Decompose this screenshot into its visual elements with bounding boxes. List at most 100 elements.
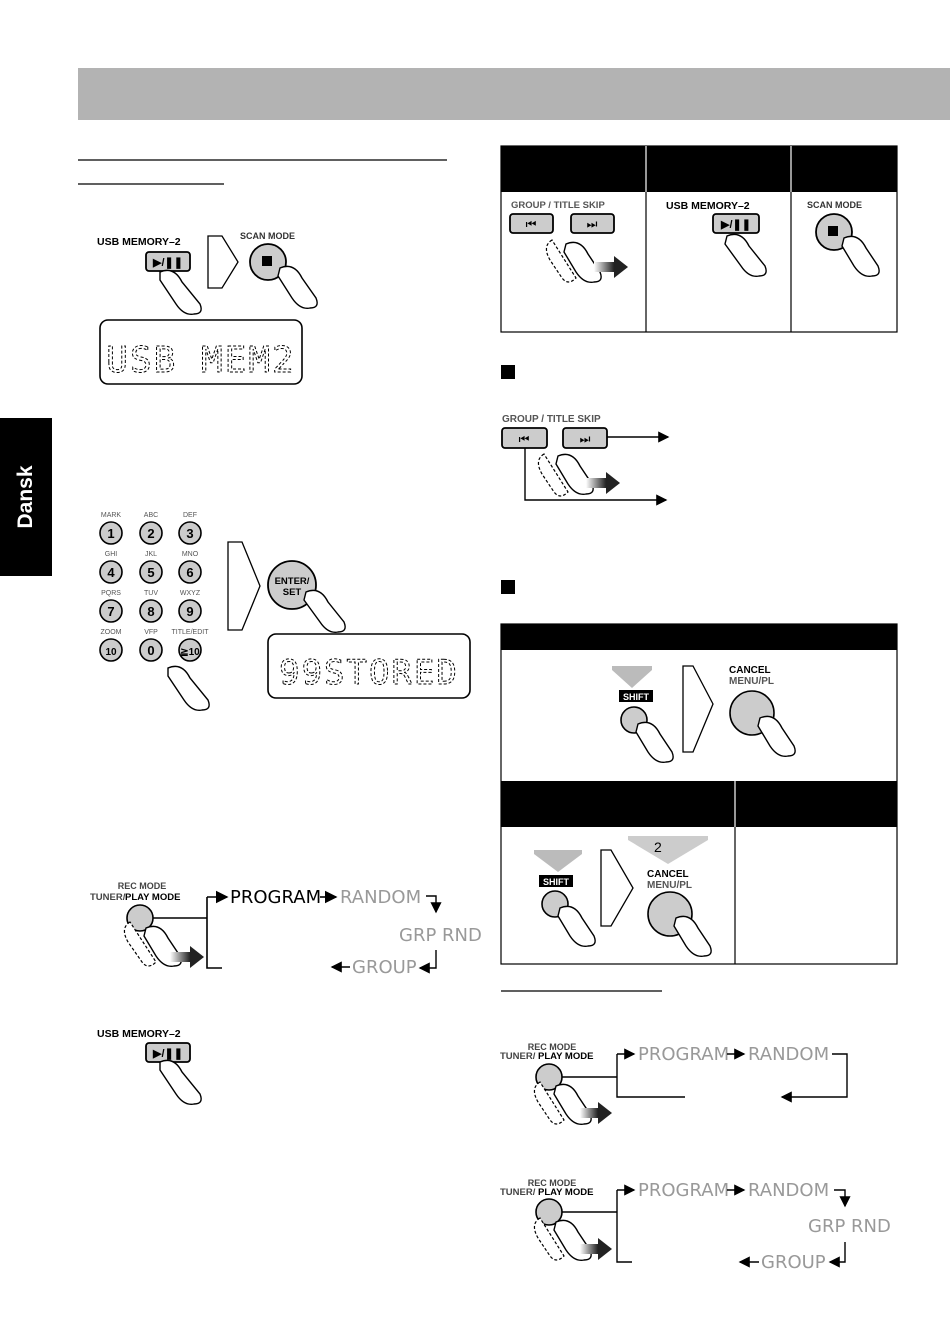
finger-icon <box>533 1081 565 1125</box>
keypad-letters: VFP <box>144 629 158 636</box>
keypad-button-9[interactable] <box>178 599 202 623</box>
next-icon: ⏭ <box>580 432 591 446</box>
lcd-text: USB MEM2 <box>106 340 295 381</box>
scan-mode-label: SCAN MODE <box>807 200 862 210</box>
tuner-label: TUNER/ <box>500 1051 536 1062</box>
lcd-display <box>267 633 471 699</box>
keypad-button-2[interactable] <box>139 521 163 545</box>
keypad-letters: MNO <box>182 551 199 558</box>
cancel-label: CANCEL <box>729 665 771 676</box>
keypad-button-4[interactable] <box>99 560 123 584</box>
play-pause-icon: ▶/❚❚ <box>152 1048 183 1060</box>
flow-arrow <box>524 448 668 506</box>
press-arrow-head <box>598 1102 612 1124</box>
play-pause-button[interactable] <box>712 213 760 234</box>
shift-label-bg <box>539 875 573 887</box>
rec-mode-label: REC MODE <box>528 1042 577 1052</box>
cancel-label: CANCEL <box>647 869 689 880</box>
table-header <box>501 624 897 650</box>
keypad-number: 10 <box>105 647 117 658</box>
finger-icon <box>563 241 602 283</box>
next-step-arrow <box>682 665 714 753</box>
flow-program: PROGRAM <box>638 1180 729 1201</box>
keypad-letters: DEF <box>183 512 197 519</box>
down-arrow <box>612 666 652 688</box>
press-arrow <box>586 478 606 488</box>
next-icon: ⏭ <box>587 217 598 231</box>
next-step-arrow <box>600 849 634 927</box>
finger-icon <box>159 269 202 315</box>
keypad-button-7[interactable] <box>99 599 123 623</box>
finger-icon <box>724 233 767 277</box>
flow-random: RANDOM <box>340 887 421 908</box>
group-title-skip-label: GROUP / TITLE SKIP <box>502 414 601 425</box>
flow-random: RANDOM <box>748 1180 829 1201</box>
flow-program: PROGRAM <box>230 887 321 908</box>
section-marker <box>501 365 515 379</box>
press-arrow <box>170 952 190 962</box>
flow-arrow <box>828 1242 846 1268</box>
keypad-number: 7 <box>107 604 114 619</box>
keypad-button-10[interactable] <box>178 638 202 662</box>
flow-program: PROGRAM <box>638 1044 729 1065</box>
play-mode-label: PLAY MODE <box>538 1051 593 1062</box>
flow-random: RANDOM <box>748 1044 829 1065</box>
keypad-letters: MARK <box>101 512 122 519</box>
keypad-number: 2 <box>147 526 154 541</box>
keypad-letters: ZOOM <box>101 629 122 636</box>
menu-pl-label: MENU/PL <box>729 676 774 687</box>
group-title-skip-label: GROUP / TITLE SKIP <box>511 200 605 211</box>
finger-icon <box>557 905 596 947</box>
keypad-button-3[interactable] <box>178 521 202 545</box>
finger-icon <box>537 453 569 497</box>
header-band <box>78 68 950 120</box>
play-pause-icon: ▶/❚❚ <box>720 219 751 231</box>
keypad-number: 5 <box>147 565 154 580</box>
play-pause-icon: ▶/❚❚ <box>152 257 183 269</box>
number-keypad: MARK1ABC2DEF3GHI4JKL5MNO6PQRS7TUV8WXYZ9Z… <box>99 512 210 662</box>
enter-label: ENTER/ <box>275 576 310 587</box>
flow-group: GROUP <box>761 1252 826 1273</box>
finger-icon <box>545 239 577 283</box>
keypad-number: 9 <box>186 604 193 619</box>
keypad-number: 6 <box>186 565 193 580</box>
keypad-letters: GHI <box>105 551 118 558</box>
keypad-number: 1 <box>107 526 114 541</box>
enter-set-button[interactable] <box>267 560 317 610</box>
next-button[interactable] <box>570 213 615 234</box>
finger-icon <box>673 915 712 957</box>
keypad-button-5[interactable] <box>139 560 163 584</box>
prev-icon: ⏮ <box>519 432 530 446</box>
finger-icon <box>123 921 157 967</box>
keypad-letters: ABC <box>144 512 158 519</box>
usb-memory-label: USB MEMORY–2 <box>97 1028 181 1040</box>
keypad-button-8[interactable] <box>139 599 163 623</box>
press-arrow-head <box>606 472 620 494</box>
tuner-label: TUNER/ <box>90 892 126 903</box>
keypad-button-10[interactable] <box>99 638 123 662</box>
menu-pl-label: MENU/PL <box>647 880 692 891</box>
press-arrow-head <box>598 1238 612 1260</box>
next-step-arrow <box>227 541 261 631</box>
scan-mode-label: SCAN MODE <box>240 231 295 241</box>
stop-icon <box>262 256 272 266</box>
shift-label-bg <box>619 690 653 702</box>
finger-icon <box>159 1059 202 1105</box>
prev-button[interactable] <box>509 213 554 234</box>
flow-arrow <box>780 1053 848 1103</box>
rec-mode-label: REC MODE <box>528 1178 577 1188</box>
keypad-button-6[interactable] <box>178 560 202 584</box>
down-arrow <box>534 850 582 872</box>
keypad-button-0[interactable] <box>139 638 163 662</box>
keypad-button-1[interactable] <box>99 521 123 545</box>
next-button[interactable] <box>562 427 608 449</box>
down-arrow <box>628 836 708 864</box>
keypad-letters: JKL <box>145 551 157 558</box>
keypad-letters: TUV <box>144 590 158 597</box>
shift-label: SHIFT <box>543 877 570 887</box>
press-arrow-head <box>190 946 204 968</box>
shift-label: SHIFT <box>623 692 650 702</box>
press-arrow <box>594 262 614 272</box>
keypad-letters: TITLE/EDIT <box>172 629 210 636</box>
